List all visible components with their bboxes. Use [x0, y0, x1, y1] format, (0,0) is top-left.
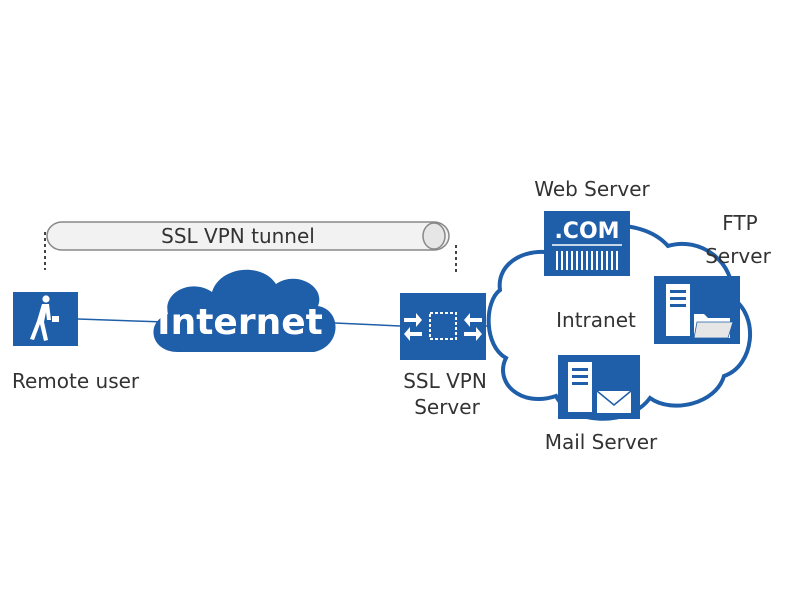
web-server-label: Web Server: [534, 177, 650, 201]
ssl-vpn-tunnel: SSL VPN tunnel: [46, 221, 450, 251]
ftp-server-icon: [654, 276, 740, 344]
ftp-server-label-line1: FTP: [722, 211, 757, 235]
vpn-server-label-line1: SSL VPN: [403, 369, 487, 393]
web-server-icon: .COM: [544, 211, 630, 276]
link-user-internet: [77, 318, 166, 323]
mail-server-label: Mail Server: [545, 430, 658, 454]
tunnel-label: SSL VPN tunnel: [161, 224, 315, 248]
remote-user-icon: [13, 292, 78, 346]
vpn-server-label-line2: Server: [414, 395, 480, 419]
ftp-server-label-line2: Server: [705, 244, 771, 268]
intranet-label: Intranet: [556, 308, 636, 332]
internet-cloud: Internet: [153, 269, 336, 352]
remote-user-label: Remote user: [12, 369, 140, 393]
web-server-badge: .COM: [554, 219, 619, 244]
internet-label: Internet: [157, 302, 323, 343]
mail-server-icon: [558, 355, 640, 419]
ssl-vpn-server-icon: [400, 293, 486, 360]
